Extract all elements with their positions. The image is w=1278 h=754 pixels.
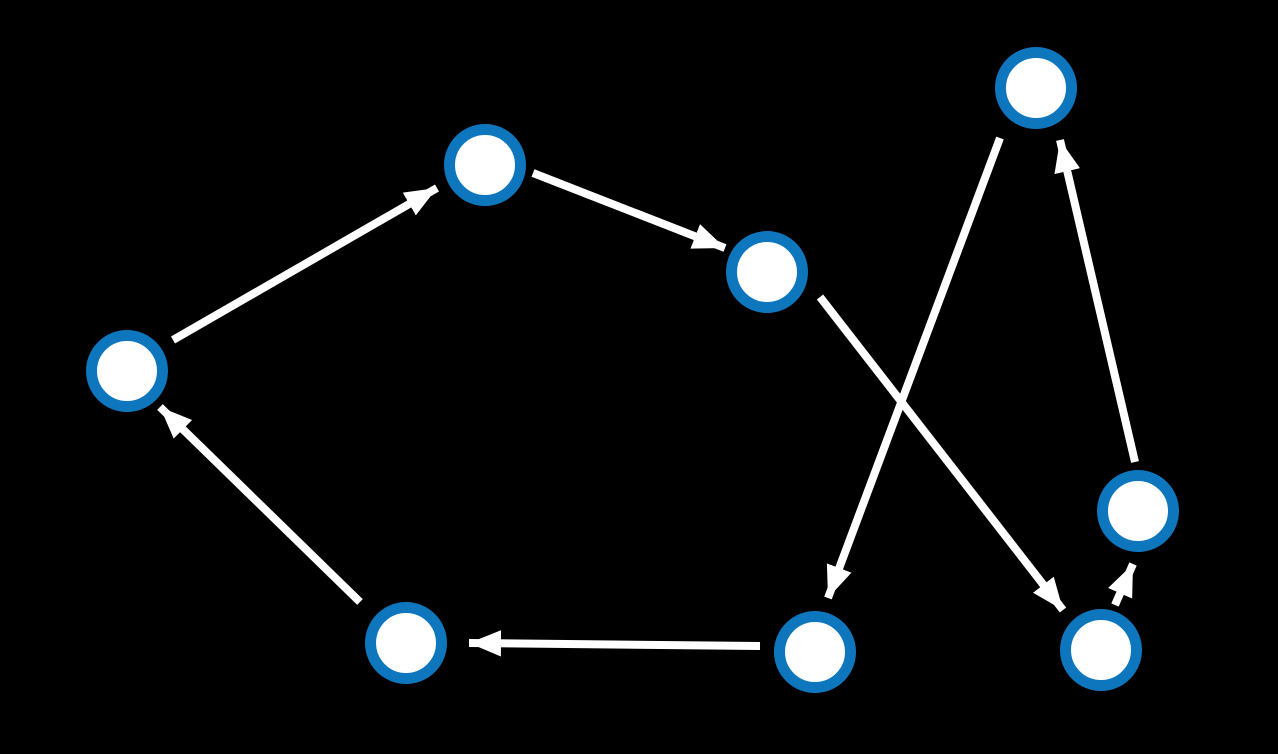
graph-node-bottom-right xyxy=(1060,609,1142,691)
edge-middle-to-bottom-right xyxy=(816,294,1067,613)
graph-node-bottom-middle xyxy=(774,611,856,693)
graph-node-left xyxy=(86,330,168,412)
graph-node-bottom-left xyxy=(365,602,447,684)
edge-left-to-top-middle xyxy=(171,184,439,344)
edge-bottom-left-to-left xyxy=(157,404,363,605)
graph-node-middle xyxy=(726,231,808,313)
graph-node-top-middle xyxy=(444,124,526,206)
graph-node-top-right xyxy=(995,47,1077,129)
edge-top-right-to-bottom-middle xyxy=(824,136,1004,600)
nodes-layer xyxy=(86,47,1179,693)
edges-layer xyxy=(157,136,1139,657)
edge-bottom-middle-to-bottom-left xyxy=(468,630,761,657)
graph-node-right xyxy=(1097,470,1179,552)
edge-top-middle-to-middle xyxy=(531,169,727,252)
edge-bottom-right-to-right xyxy=(1108,562,1137,607)
edge-right-to-top-right xyxy=(1054,139,1139,463)
